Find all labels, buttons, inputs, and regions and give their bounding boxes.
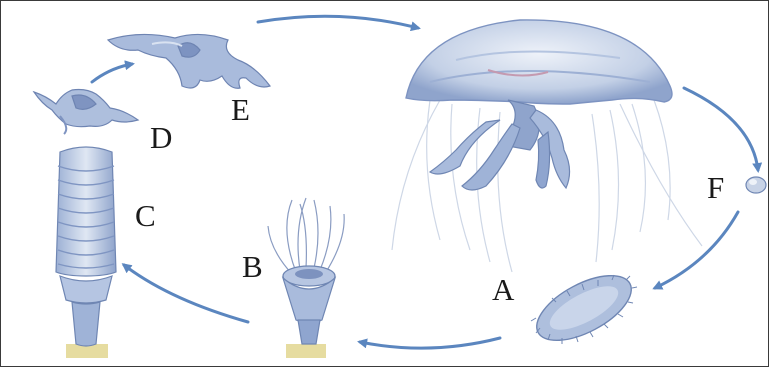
label-e: E bbox=[231, 94, 250, 125]
stage-a-planula bbox=[527, 262, 641, 353]
label-f: F bbox=[707, 172, 724, 203]
arrow-a-to-b bbox=[360, 338, 500, 348]
arrow-d-to-e bbox=[92, 64, 132, 82]
arrow-e-to-medusa bbox=[258, 16, 418, 28]
label-a: A bbox=[492, 274, 514, 305]
stage-c-strobila bbox=[56, 147, 116, 358]
stage-f-egg bbox=[746, 177, 766, 193]
arrow-f-to-a bbox=[655, 212, 738, 288]
adult-medusa bbox=[392, 20, 702, 272]
label-b: B bbox=[242, 251, 263, 282]
arrow-b-to-c bbox=[124, 265, 248, 322]
arrow-medusa-to-f bbox=[684, 88, 758, 170]
label-c: C bbox=[135, 200, 156, 231]
label-d: D bbox=[150, 122, 172, 153]
stage-e-ephyra bbox=[108, 34, 270, 88]
stage-d-young-ephyra bbox=[34, 90, 138, 135]
stage-b-polyp bbox=[268, 198, 344, 358]
